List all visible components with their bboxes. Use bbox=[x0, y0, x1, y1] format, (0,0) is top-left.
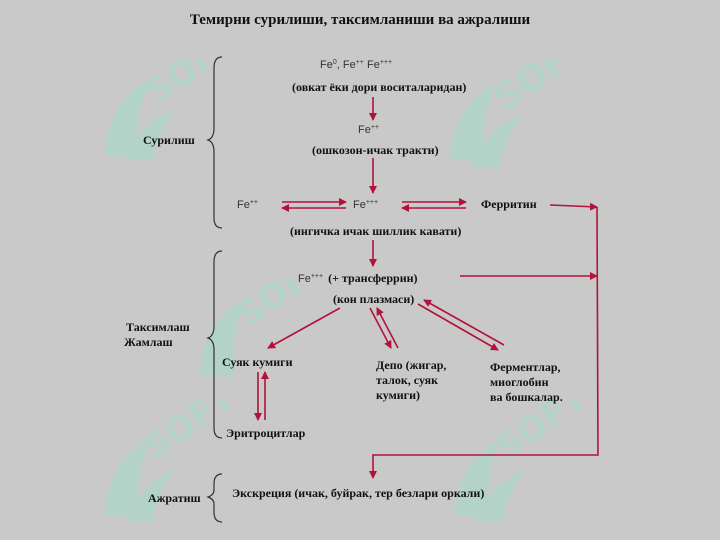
bone-marrow-label: Суяк кумиги bbox=[222, 355, 293, 369]
excretion-text: Экскреция (ичак, буйрак, тер безлари орк… bbox=[232, 486, 485, 500]
intestine-label: (ингичка ичак шиллик кавати) bbox=[290, 224, 462, 238]
arrow-ferritin-to-collector bbox=[549, 202, 598, 211]
food-label: (овкат ёки дори воситаларидан) bbox=[292, 80, 467, 94]
ferritin-label: Ферритин bbox=[481, 197, 537, 211]
depot-line-2: талок, суяк bbox=[376, 373, 439, 387]
stomach-label: (ошкозон-ичак тракти) bbox=[312, 143, 439, 157]
arrow-collector-to-excretion bbox=[369, 206, 599, 479]
watermark-top-right: SOFT bbox=[440, 60, 600, 180]
plasma-label: (кон плазмаси) bbox=[333, 292, 415, 306]
section-label-distribution-1: Таксимлаш bbox=[126, 320, 190, 334]
watermark-top-left: SOFT bbox=[95, 60, 235, 170]
leaf-logo-icon: SOFT bbox=[105, 60, 235, 160]
enzymes-line-2: миоглобин bbox=[490, 375, 549, 389]
section-label-absorption: Сурилиш bbox=[143, 133, 195, 147]
section-label-excretion: Ажратиш bbox=[148, 491, 201, 505]
arrow-plasma-to-bone-marrow bbox=[267, 307, 341, 349]
erythrocytes-label: Эритроцитлар bbox=[226, 426, 306, 440]
enzymes-line-3: ва бошкалар. bbox=[490, 390, 563, 404]
fe2-stomach: Fe++ bbox=[358, 124, 380, 136]
page-title: Темирни сурилиши, таксимланиши ва ажрали… bbox=[189, 12, 531, 28]
fe-sources: Fe0, Fe++ Fe+++ bbox=[320, 59, 393, 71]
fe3-transferrin: Fe+++ (+ трансферрин) bbox=[298, 271, 418, 285]
watermark-bottom-left: SOFT bbox=[95, 400, 235, 530]
watermark-mid: SOFT bbox=[190, 280, 330, 390]
fe3-intestine: Fe+++ bbox=[353, 199, 379, 211]
depot-line-1: Депо (жигар, bbox=[376, 358, 447, 372]
fe2-intestine: Fe++ bbox=[237, 199, 259, 211]
bracket-absorption bbox=[206, 56, 223, 229]
bracket-excretion bbox=[206, 473, 223, 523]
arrow-enzymes-to-plasma bbox=[423, 299, 505, 346]
section-label-distribution-2: Жамлаш bbox=[124, 335, 173, 349]
arrow-plasma-to-depot bbox=[369, 307, 392, 349]
bracket-distribution bbox=[206, 250, 223, 439]
arrow-depot-to-plasma bbox=[376, 307, 399, 349]
watermark-bottom-right: SOFT bbox=[445, 400, 595, 530]
enzymes-line-1: Ферментлар, bbox=[490, 360, 561, 374]
depot-line-3: кумиги) bbox=[376, 388, 421, 402]
arrow-plasma-to-enzymes bbox=[417, 303, 499, 351]
